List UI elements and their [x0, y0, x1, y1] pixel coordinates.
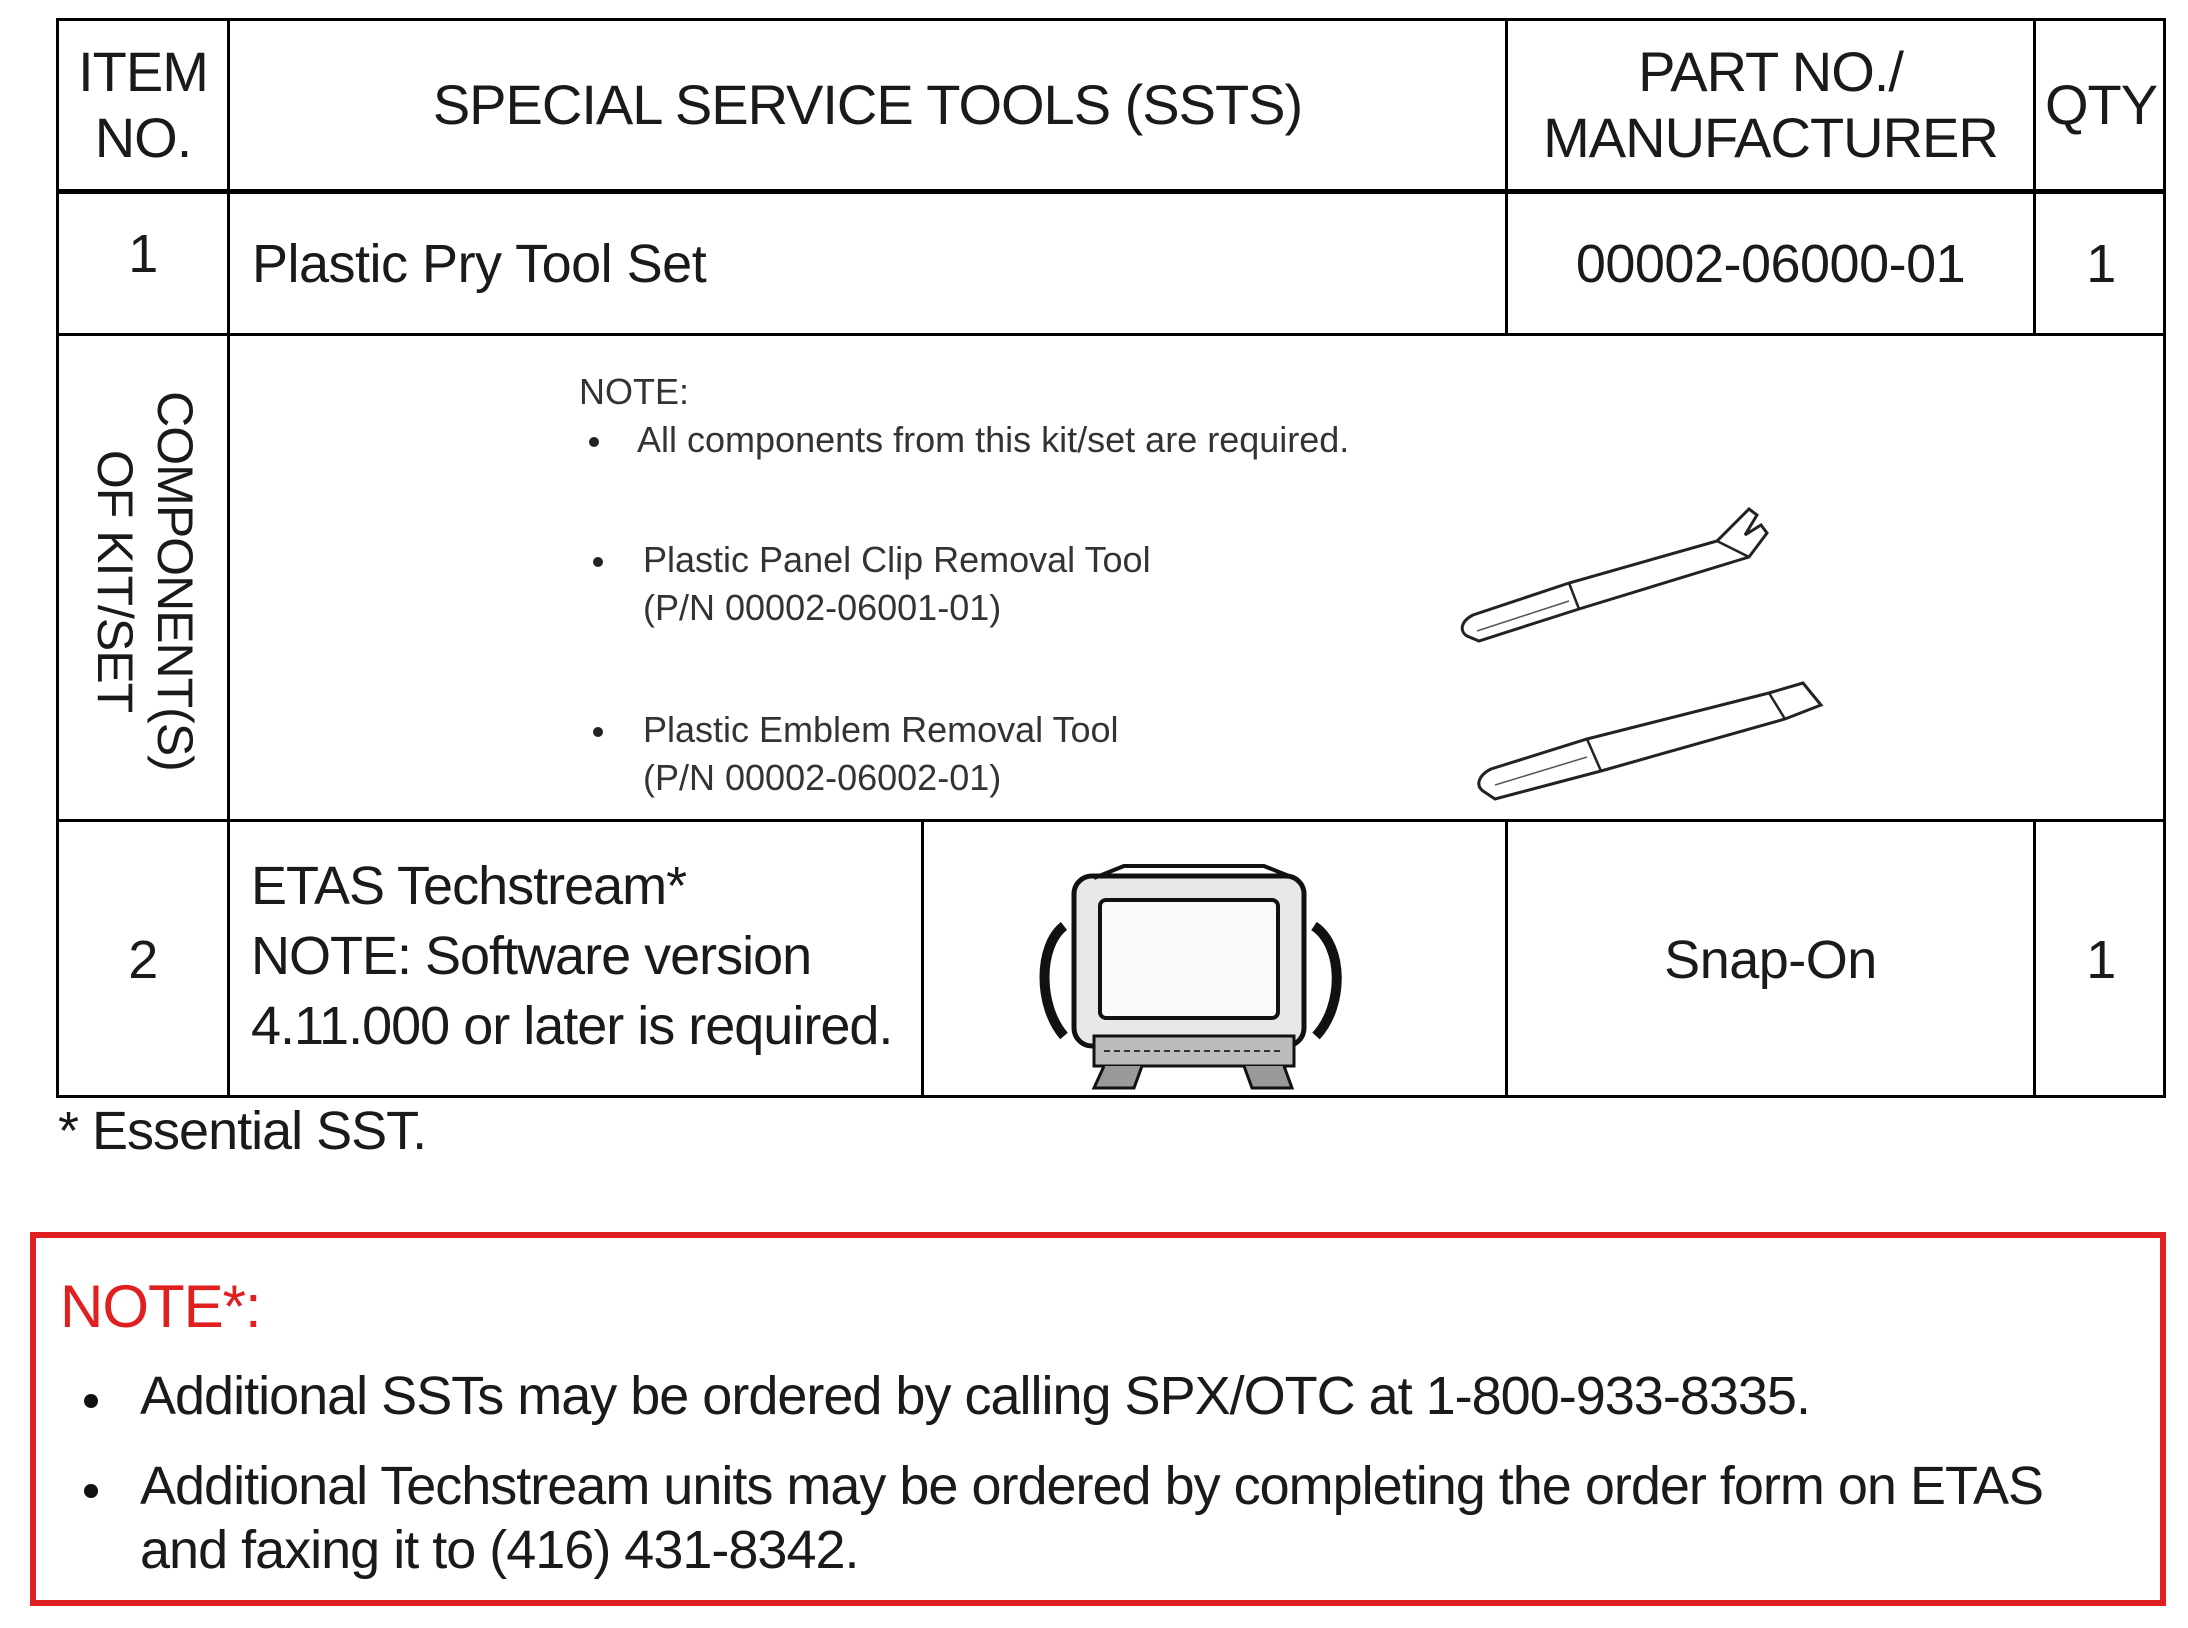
col-divider-1 [227, 21, 230, 1095]
row1-qty-value: 1 [2086, 233, 2116, 294]
components-side-label: COMPONENT(S) OF KIT/SET [59, 336, 231, 826]
row2-qty: 1 [2036, 822, 2166, 1098]
emblem-tool-icon [1477, 681, 1824, 801]
col-divider-3b [1505, 819, 1508, 1095]
row1-tool: Plastic Pry Tool Set [230, 194, 1505, 333]
note-bullet-1: Additional SSTs may be ordered by callin… [140, 1366, 1811, 1426]
row2-part-value: Snap-On [1664, 930, 1877, 990]
header-divider [59, 189, 2163, 194]
bullet-dot [84, 1394, 98, 1408]
bullet-dot [589, 437, 599, 447]
kit-item-2-name: Plastic Emblem Removal Tool [643, 709, 1119, 750]
header-item-no: ITEM NO. [59, 21, 227, 189]
kit-item-1-name: Plastic Panel Clip Removal Tool [643, 539, 1151, 580]
header-part-line1: PART NO./ [1638, 40, 1904, 103]
row2-qty-value: 1 [2086, 930, 2116, 990]
row2-item: 2 [59, 822, 227, 1098]
header-item-no-line1: ITEM [78, 40, 209, 103]
side-label-line2: OF KIT/SET [87, 449, 143, 713]
col-divider-4b [2033, 819, 2036, 1095]
header-tools-label: SPECIAL SERVICE TOOLS (SSTS) [432, 73, 1303, 136]
components-side-cell: COMPONENT(S) OF KIT/SET [59, 336, 227, 819]
bullet-dot [593, 557, 603, 567]
row1-divider [59, 333, 2163, 336]
header-part-line2: MANUFACTURER [1543, 106, 1999, 169]
row2-part: Snap-On [1508, 822, 2033, 1098]
header-tools: SPECIAL SERVICE TOOLS (SSTS) [230, 21, 1505, 189]
header-item-no-line2: NO. [94, 106, 193, 169]
note-box: NOTE*: Additional SSTs may be ordered by… [30, 1232, 2166, 1606]
header-qty-label: QTY [2044, 73, 2158, 136]
footnote: * Essential SST. [58, 1101, 427, 1161]
row1-item-value: 1 [128, 224, 158, 284]
header-part: PART NO./ MANUFACTURER [1508, 21, 2033, 189]
kit-note-text: All components from this kit/set are req… [637, 419, 1350, 460]
sst-table: ITEM NO. SPECIAL SERVICE TOOLS (SSTS) PA… [56, 18, 2166, 1098]
row2-item-value: 2 [128, 930, 158, 990]
side-label-line1: COMPONENT(S) [147, 391, 203, 771]
row1-qty: 1 [2036, 194, 2166, 333]
components-divider [59, 819, 2163, 822]
row2-tool-line3: 4.11.000 or later is required. [251, 996, 893, 1056]
col-divider-4a [2033, 21, 2036, 335]
row2-tool: ETAS Techstream* NOTE: Software version … [251, 851, 911, 1061]
note-box-title: NOTE*: [60, 1273, 262, 1340]
row1-part: 00002-06000-01 [1508, 194, 2033, 333]
bullet-dot [84, 1484, 98, 1498]
techstream-device-icon [1039, 864, 1342, 1090]
row1-part-value: 00002-06000-01 [1575, 233, 1966, 294]
row1-item: 1 [59, 194, 227, 314]
kit-note-title: NOTE: [579, 371, 690, 412]
panel-clip-tool-icon [1460, 507, 1769, 643]
header-qty: QTY [2036, 21, 2166, 189]
kit-item-2-pn: (P/N 00002-06002-01) [643, 757, 1002, 798]
row1-tool-name: Plastic Pry Tool Set [252, 233, 707, 294]
col-divider-3a [1505, 21, 1508, 335]
row2-tool-line2: NOTE: Software version [251, 926, 812, 986]
row2-tool-line1: ETAS Techstream* [251, 856, 687, 916]
bullet-dot [593, 727, 603, 737]
note-bullet-2: Additional Techstream units may be order… [140, 1456, 2044, 1580]
col-divider-2 [921, 819, 924, 1095]
kit-item-1-pn: (P/N 00002-06001-01) [643, 587, 1002, 628]
